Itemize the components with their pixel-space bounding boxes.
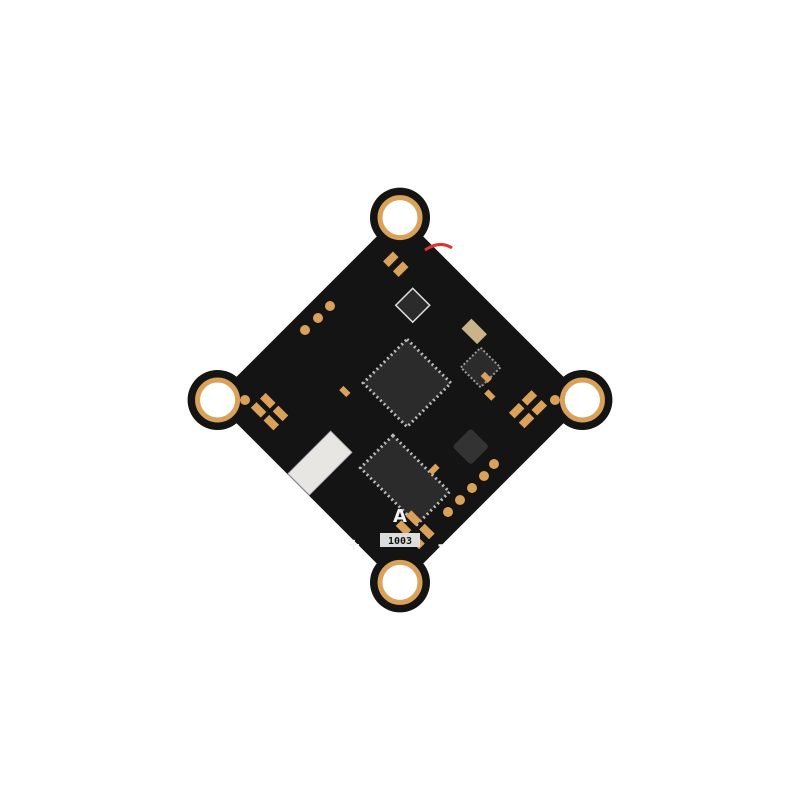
gyro-chip (394, 287, 431, 324)
mount-hole (377, 195, 423, 241)
mount-hole (195, 377, 241, 423)
antenna-wire (424, 243, 453, 252)
resistor-marking: 1003 (388, 536, 412, 547)
resistor (380, 533, 420, 547)
round-pads (240, 301, 560, 517)
mcu-chip (361, 337, 454, 429)
silk-minus: - (438, 535, 445, 554)
silk-plus: + (347, 535, 360, 554)
osd-chip (358, 433, 452, 527)
jst-connector (287, 430, 353, 496)
mount-hole (559, 377, 605, 423)
inductor (453, 429, 488, 464)
mount-hole (377, 559, 423, 605)
silk-logo: A (393, 506, 407, 527)
pad-group (250, 251, 548, 550)
crystal (461, 318, 487, 345)
